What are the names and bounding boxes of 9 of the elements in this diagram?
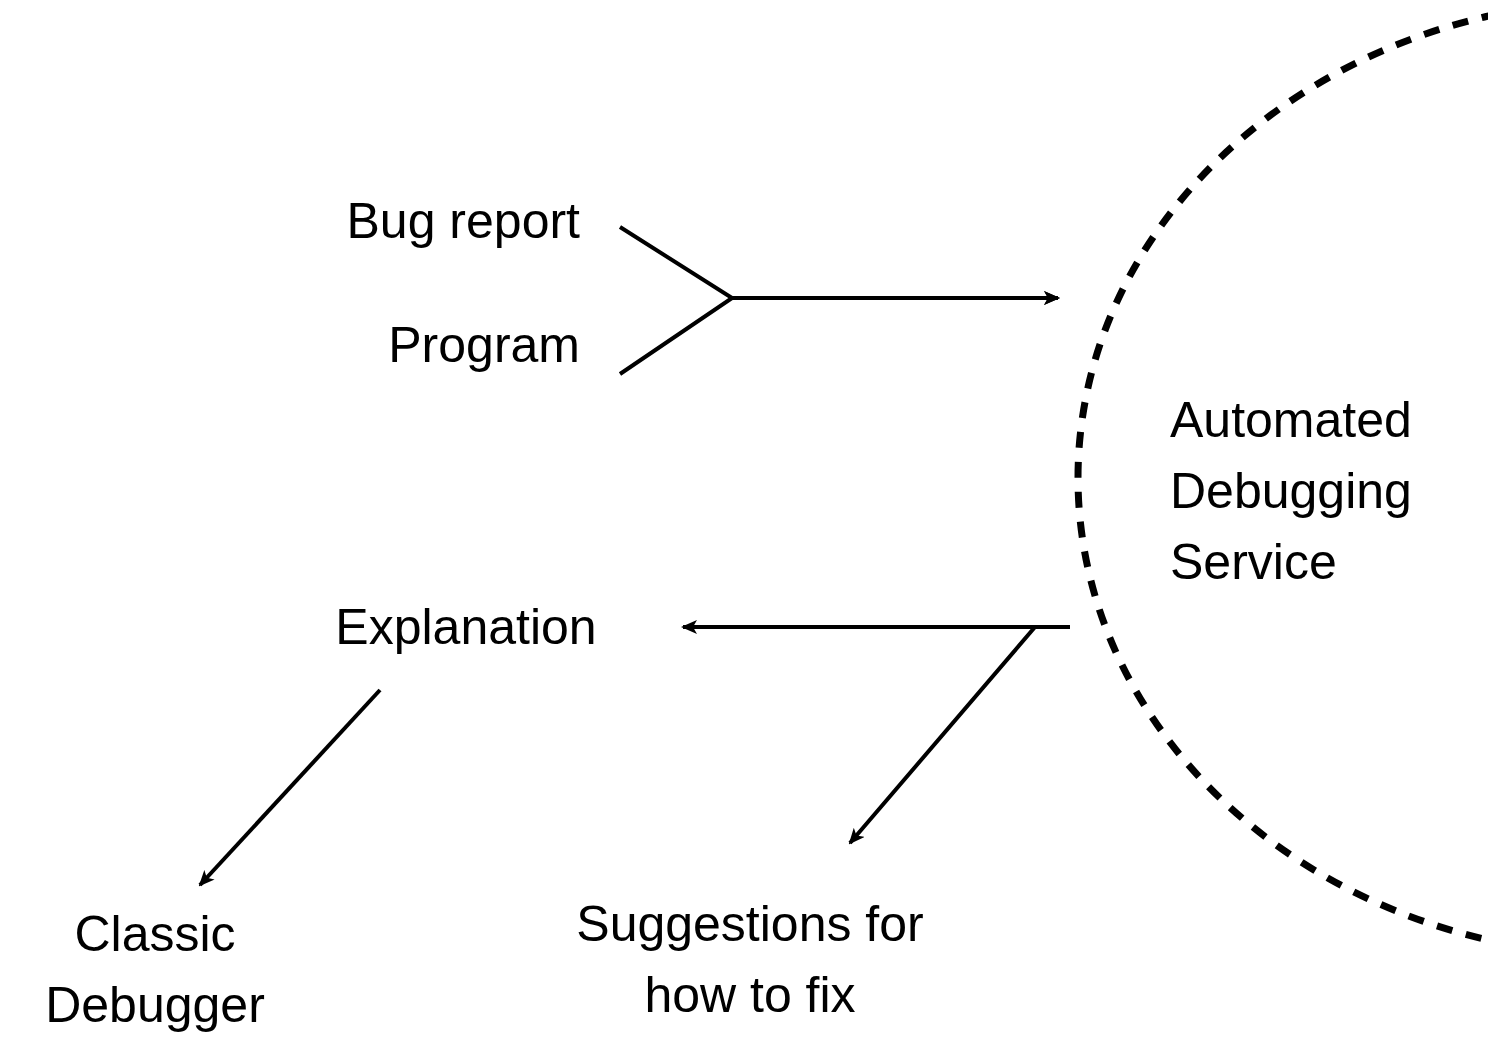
node-label: Suggestions for how to fix	[575, 895, 925, 1025]
arrow	[848, 625, 1070, 845]
node-label: Program	[387, 315, 580, 375]
node-label: Explanation	[334, 597, 598, 657]
arrow	[618, 291, 1060, 376]
node-label: Bug report	[345, 191, 580, 251]
arrow	[198, 688, 382, 887]
node-label: Automated Debugging Service	[1170, 391, 1413, 592]
node-label: Classic Debugger	[44, 905, 266, 1035]
